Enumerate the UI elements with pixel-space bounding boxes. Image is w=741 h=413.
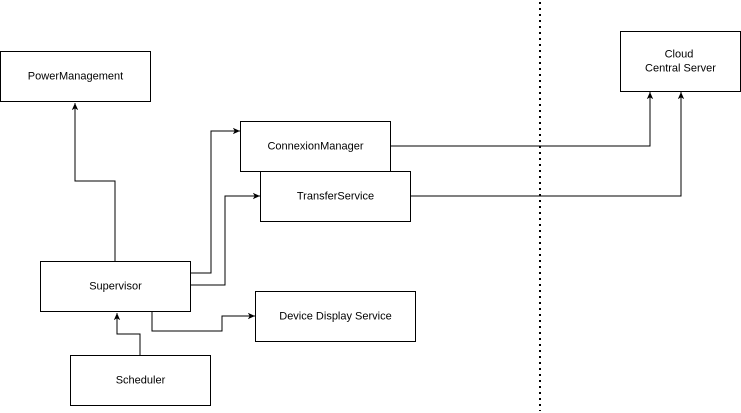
label-line: Cloud [665,49,694,61]
label-line: TransferService [297,191,374,203]
node-box [70,355,211,406]
label-line: ConnexionManager [267,141,363,153]
node-device-display-service: Device Display Service [255,291,416,342]
node-box [620,31,741,92]
node-box [255,291,416,342]
label-line: Central Server [645,63,716,75]
node-scheduler: Scheduler [70,355,211,406]
node-box [0,51,151,102]
node-label: TransferService [297,191,374,203]
label-line: Supervisor [89,281,142,293]
edge-supervisor-to-transferservice [190,192,260,286]
edge-supervisor-to-powermanagement [71,103,116,261]
node-connexion-manager: ConnexionManager [240,121,391,172]
node-label: Cloud Central Server [645,49,716,75]
label-line: PowerManagement [28,71,123,83]
edges [71,92,685,355]
node-power-management: PowerManagement [0,51,151,102]
node-label: ConnexionManager [267,141,363,153]
node-label: Device Display Service [279,311,391,323]
edge-transferservice-to-cloud [410,92,685,197]
node-label: Supervisor [89,281,142,293]
label-line: Device Display Service [279,311,391,323]
node-box [240,121,391,172]
edge-scheduler-to-supervisor [113,313,141,355]
node-cloud-central-server: Cloud Central Server [620,31,741,92]
node-label: Scheduler [116,375,166,387]
label-line: Scheduler [116,375,166,387]
node-box [40,261,191,312]
edge-connexionmanager-to-cloud [390,92,654,147]
node-box [260,171,411,222]
edge-supervisor-to-devicedisplayservice [151,312,255,332]
node-transfer-service: TransferService [260,171,411,222]
node-supervisor: Supervisor [40,261,191,312]
edge-supervisor-to-connexionmanager [190,127,240,274]
node-label: PowerManagement [28,71,123,83]
